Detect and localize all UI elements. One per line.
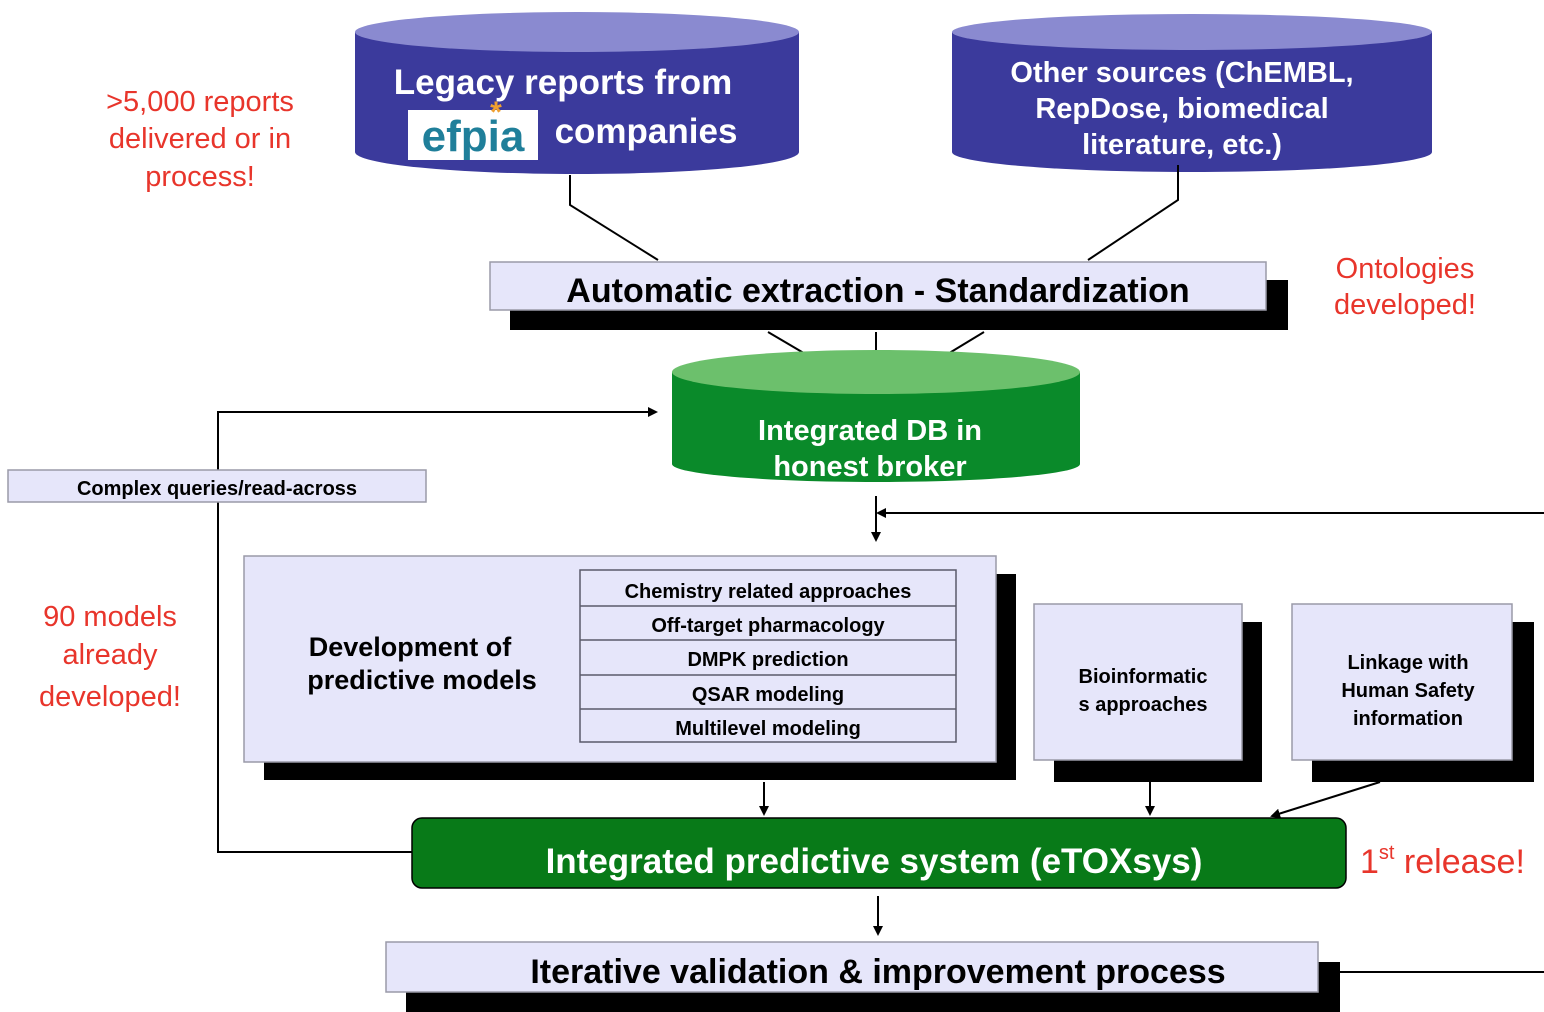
approach-item: Multilevel modeling [675,718,861,740]
db-line2: honest broker [773,451,966,483]
bioinformatics-box: Bioinformatic s approaches [1033,603,1262,782]
efpia-logo: efpia * [408,96,538,161]
other-line1: Other sources (ChEMBL, [1010,57,1353,89]
etoxsys-label: Integrated predictive system (eTOXsys) [546,842,1203,881]
linkage-box: Linkage with Human Safety information [1291,603,1534,782]
validation-label: Iterative validation & improvement proce… [530,953,1225,991]
approach-item: DMPK prediction [687,649,848,671]
svg-text:efpia: efpia [422,112,525,161]
extraction-box: Automatic extraction - Standardization [489,261,1288,330]
complex-queries-label: Complex queries/read-across [77,478,357,500]
other-line3: literature, etc.) [1082,129,1282,161]
svg-text:developed!: developed! [39,681,181,713]
approach-item: Chemistry related approaches [625,581,912,603]
connector-legacy-extraction [569,175,659,261]
svg-text:*: * [490,96,502,129]
connector-etoxsys-db-loop [217,407,658,853]
db-line1: Integrated DB in [758,415,982,447]
svg-text:Ontologies: Ontologies [1336,253,1475,285]
etoxsys-box: Integrated predictive system (eTOXsys) [411,817,1347,889]
bioinformatics-line1: Bioinformatic [1079,666,1208,688]
svg-text:1st release!: 1st release! [1360,842,1525,881]
validation-box: Iterative validation & improvement proce… [385,941,1340,1012]
svg-text:90 models: 90 models [43,601,177,633]
linkage-line1: Linkage with [1347,652,1468,674]
predictive-models-box: Development of predictive models Chemist… [243,555,1016,780]
complex-queries-box: Complex queries/read-across [7,469,427,503]
other-line2: RepDose, biomedical [1035,93,1328,125]
reports-annotation: >5,000 reports delivered or in process! [106,86,294,193]
legacy-line2: companies [555,112,738,151]
legacy-line1: Legacy reports from [394,63,732,102]
approach-item: Off-target pharmacology [651,615,885,637]
integrated-db-cylinder: Integrated DB in honest broker [672,350,1080,483]
linkage-line3: information [1353,708,1463,730]
connector-other-extraction [1087,165,1179,261]
svg-text:developed!: developed! [1334,289,1476,321]
ontologies-annotation: Ontologies developed! [1334,253,1476,321]
other-sources-cylinder: Other sources (ChEMBL, RepDose, biomedic… [952,14,1432,172]
legacy-reports-cylinder: Legacy reports from efpia * companies [355,12,799,174]
svg-text:already: already [62,639,158,671]
models-annotation: 90 models already developed! [39,601,181,713]
predictive-title-line1: Development of [309,632,513,662]
extraction-label: Automatic extraction - Standardization [566,272,1189,310]
svg-text:delivered or in: delivered or in [109,123,291,155]
approach-item: QSAR modeling [692,684,844,706]
linkage-line2: Human Safety [1341,680,1475,702]
release-annotation: 1st release! [1360,842,1525,881]
svg-text:process!: process! [145,161,255,193]
bioinformatics-line2: s approaches [1079,694,1208,716]
predictive-title-line2: predictive models [307,665,537,695]
arrow-linkage-etoxsys [1270,781,1381,819]
svg-text:>5,000 reports: >5,000 reports [106,86,294,118]
